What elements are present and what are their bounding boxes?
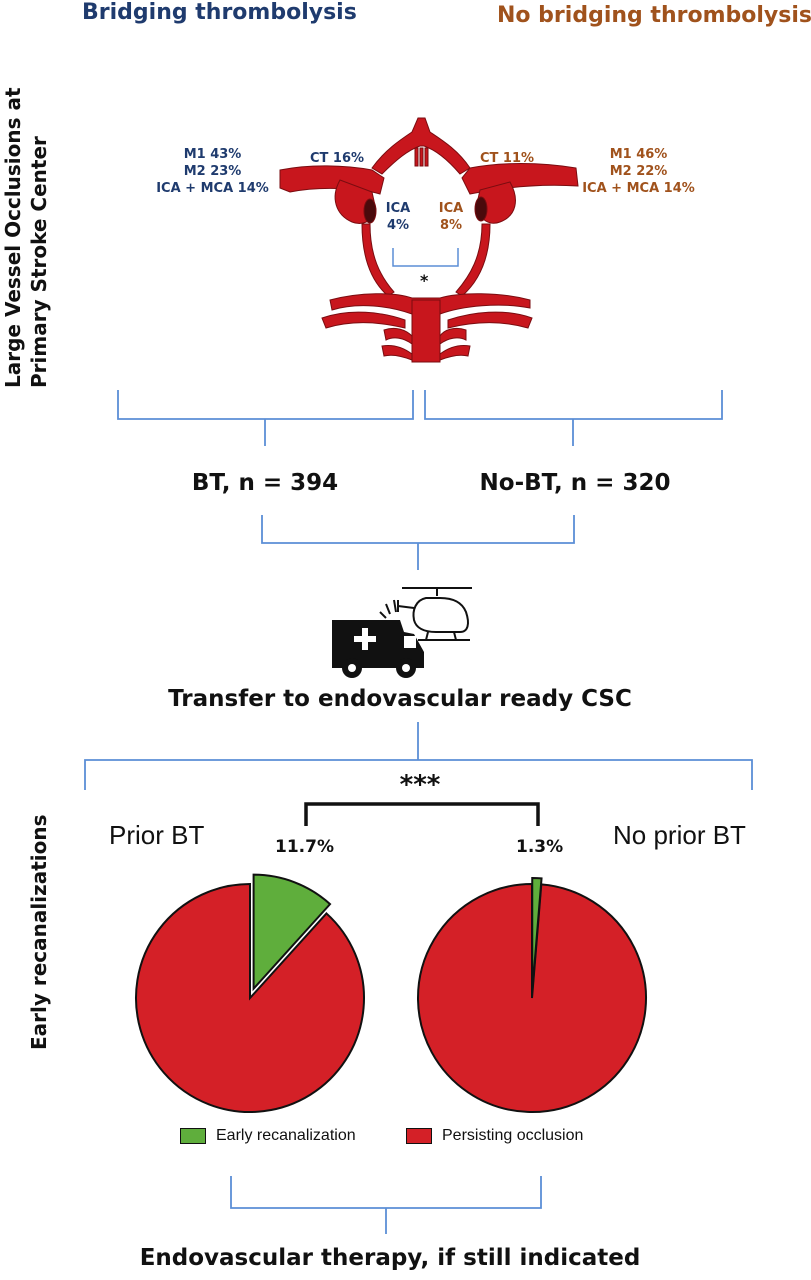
no-prior-bt-label: No prior BT [613,820,746,850]
right-ica-mca: ICA + MCA 14% [582,181,695,196]
legend-label-early: Early recanalization [216,1127,356,1144]
left-ica-mca: ICA + MCA 14% [156,181,269,196]
legend-label-persisting: Persisting occlusion [442,1127,584,1144]
left-ct: CT 16% [310,151,365,166]
transfer-label: Transfer to endovascular ready CSC [168,686,632,712]
right-ct: CT 11% [480,151,535,166]
helicopter-icon [397,587,472,641]
left-ica-label: ICA [385,201,411,216]
pie-significance-bracket [304,802,540,826]
bottom-bracket [230,1176,542,1234]
no-prior-bt-recanalization-pct: 1.3% [516,837,564,857]
circle-of-willis-illustration [279,117,579,363]
prior-bt-label: Prior BT [109,820,205,850]
footer-label: Endovascular therapy, if still indicated [139,1245,641,1271]
prior-bt-recanalization-pct: 11.7% [275,837,334,857]
pie-chart-no-prior-bt [417,877,647,1113]
right-ica-value: 8% [439,218,463,233]
left-title: Bridging thrombolysis [82,0,357,25]
legend-swatch-early [180,1128,206,1144]
left-ica-value: 4% [386,218,410,233]
right-m1: M1 46% [609,147,668,162]
left-m1: M1 43% [183,147,242,162]
right-title: No bridging thrombolysis [497,3,811,28]
bt-group-label: BT, n = 394 [191,470,339,496]
pie-significance: *** [399,770,441,800]
ica-comparison-bracket [392,248,459,267]
right-m2: M2 22% [609,164,668,179]
left-ica: ICA 4% [384,200,412,234]
prior-bt-slice-early-recanalization [252,873,332,992]
ica-significance: * [420,271,429,290]
legend: Early recanalization Persisting occlusio… [180,1127,620,1147]
left-occlusion-stats: M1 43% M2 23% ICA + MCA 14% [150,146,275,197]
prior-bt-slice-persisting-occlusion [135,882,365,1113]
legend-swatch-persisting [406,1128,432,1144]
no-bt-group-label: No-BT, n = 320 [479,470,671,496]
left-m2: M2 23% [183,164,242,179]
middle-bracket [261,515,575,570]
lower-bracket [84,722,753,790]
top-bracket [117,390,723,446]
no-prior-bt-slice-persisting-occlusion [417,882,647,1113]
right-ica-label: ICA [438,201,464,216]
ambulance-icon [332,599,424,678]
pie-chart-prior-bt [135,873,365,1113]
right-ica: ICA 8% [437,200,465,234]
right-occlusion-stats: M1 46% M2 22% ICA + MCA 14% [576,146,701,197]
no-prior-bt-slice-early-recanalization [531,877,543,993]
